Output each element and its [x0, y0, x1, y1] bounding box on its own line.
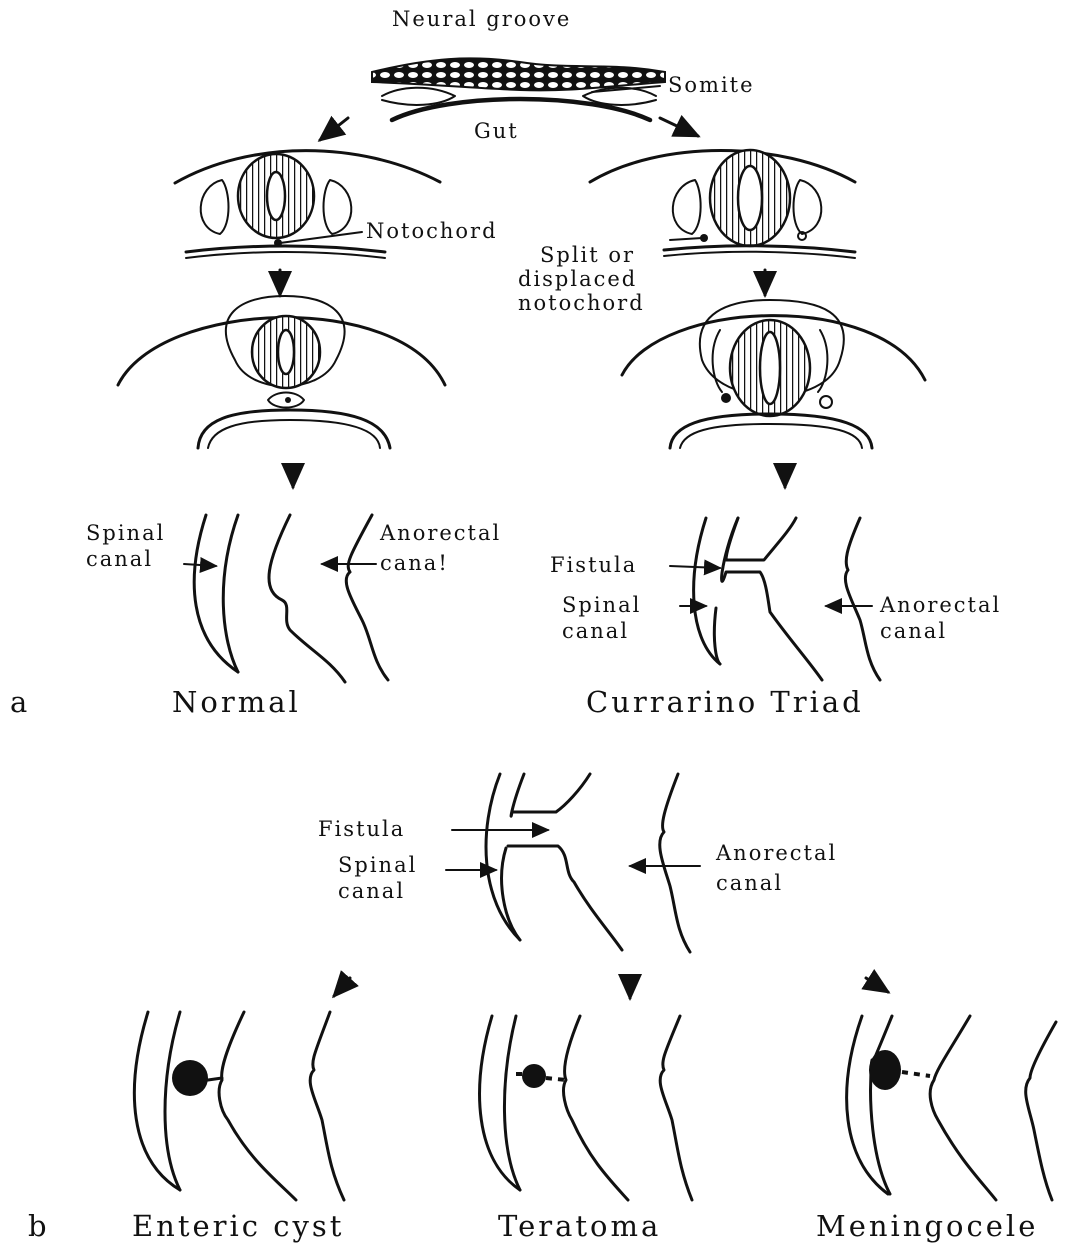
- label-gut: Gut: [474, 119, 519, 143]
- normal-section-1: Notochord: [175, 151, 498, 295]
- meningocele-sagittal: Meningocele: [816, 1016, 1056, 1243]
- label-curr-fistula: Fistula: [550, 553, 637, 577]
- label-split-2: displaced: [518, 267, 637, 291]
- somite-left: [382, 88, 455, 105]
- label-somite: Somite: [668, 73, 755, 97]
- teratoma-sagittal: Teratoma: [480, 1016, 692, 1243]
- label-b-spinal-1: Spinal: [338, 853, 417, 877]
- neural-groove-stage: Neural groove Somite Gut: [320, 7, 755, 143]
- normal-section-2: [118, 296, 445, 487]
- normal-sagittal: Spinal canal Anorectal cana! Normal: [86, 515, 501, 719]
- label-teratoma: Teratoma: [498, 1209, 661, 1243]
- label-notochord: Notochord: [366, 219, 498, 243]
- label-curr-spinal-1: Spinal: [562, 593, 641, 617]
- label-meningocele: Meningocele: [816, 1209, 1038, 1243]
- label-b-anorectal-1: Anorectal: [715, 841, 837, 865]
- arrow-to-split: [660, 118, 698, 136]
- label-normal-anorectal-2: cana!: [380, 551, 449, 575]
- label-neural-groove: Neural groove: [392, 7, 571, 31]
- label-split-1: Split or: [540, 243, 635, 267]
- label-b-fistula: Fistula: [318, 817, 405, 841]
- fistula-diagram-b: Fistula Spinal canal Anorectal canal: [318, 774, 888, 998]
- label-curr-anorectal-1: Anorectal: [879, 593, 1001, 617]
- label-normal-spinal-2: canal: [86, 547, 153, 571]
- label-normal-anorectal-1: Anorectal: [379, 521, 501, 545]
- label-curr-anorectal-2: canal: [880, 619, 947, 643]
- gut-tube: [392, 99, 650, 120]
- label-normal: Normal: [172, 685, 301, 719]
- enteric-cyst-sagittal: Enteric cyst: [132, 1012, 344, 1243]
- panel-label-a: a: [10, 685, 30, 719]
- panel-label-b: b: [28, 1209, 50, 1243]
- arrow-to-normal: [320, 118, 348, 140]
- label-split-3: notochord: [518, 291, 645, 315]
- label-b-spinal-2: canal: [338, 879, 405, 903]
- label-normal-spinal-1: Spinal: [86, 521, 165, 545]
- label-b-anorectal-2: canal: [716, 871, 783, 895]
- split-section-1: Split or displaced notochord: [518, 150, 855, 315]
- neural-plate: [372, 58, 665, 90]
- label-currarino: Currarino Triad: [586, 685, 864, 719]
- label-curr-spinal-2: canal: [562, 619, 629, 643]
- split-section-2: [622, 300, 925, 487]
- label-enteric: Enteric cyst: [132, 1209, 344, 1243]
- currarino-sagittal: Fistula Spinal canal Anorectal canal Cur…: [550, 518, 1001, 719]
